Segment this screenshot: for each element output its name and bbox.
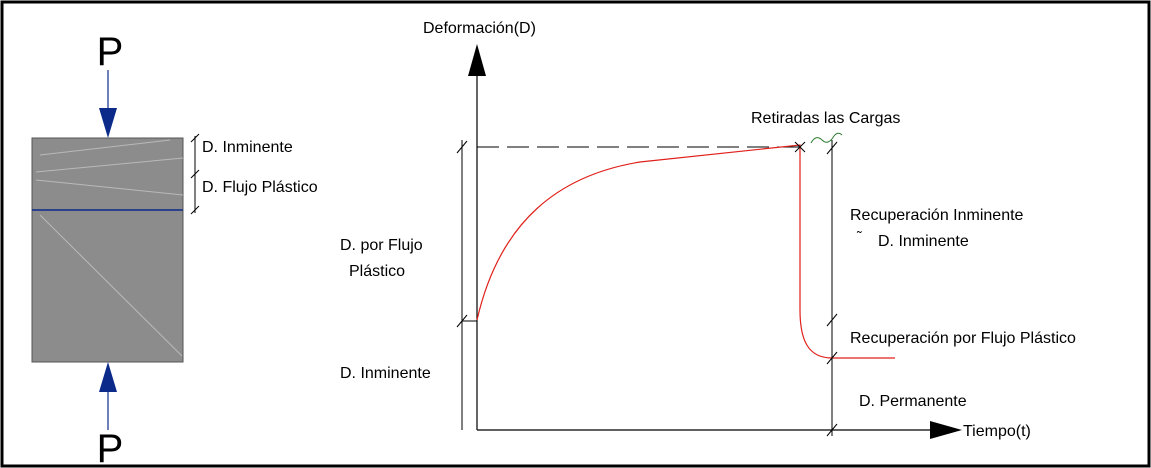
- right-upper-label-line1: Recuperación Inminente: [850, 207, 1024, 224]
- right-upper-label-line2: D. Inminente: [878, 233, 969, 250]
- left-upper-label-line1: D. por Flujo: [340, 237, 423, 254]
- right-dim-tick-top: [826, 141, 838, 155]
- load-bottom-label: P: [97, 427, 124, 468]
- right-dim-tick-low: [826, 351, 838, 365]
- specimen-d-flujo-label: D. Flujo Plástico: [202, 179, 318, 196]
- right-lower-label: D. Permanente: [859, 393, 967, 410]
- graph-group: Deformación(D) Tiempo(t) D. por Flujo Pl…: [340, 20, 1076, 440]
- left-upper-label-line2: Plástico: [349, 263, 405, 280]
- specimen-hatch-3: [35, 179, 184, 196]
- load-top-arrowhead: [99, 108, 117, 138]
- x-axis-label: Tiempo(t): [963, 423, 1031, 440]
- right-middle-label: Recuperación por Flujo Plástico: [850, 330, 1076, 347]
- unload-marker-b: [794, 141, 806, 153]
- load-bottom-arrowhead: [99, 362, 117, 392]
- right-dim-tick-mid: [826, 313, 838, 327]
- right-dim-tick-bottom: [826, 423, 838, 437]
- left-dim-tick-top: [456, 140, 468, 154]
- y-axis-arrowhead: [468, 44, 486, 76]
- specimen-d-inminente-label: D. Inminente: [202, 139, 293, 156]
- specimen-dim-tick-3: [190, 205, 200, 215]
- specimen-dim-tick-1: [190, 133, 200, 143]
- specimen-dim-tick-2: [190, 169, 200, 179]
- load-top-label: P: [97, 30, 124, 74]
- callout-label: Retiradas las Cargas: [751, 110, 900, 127]
- callout-leader: [810, 132, 843, 144]
- left-lower-label: D. Inminente: [340, 365, 431, 382]
- specimen-body: [31, 137, 184, 363]
- specimen-hatch-1: [39, 139, 171, 156]
- creep-curve: [476, 144, 895, 359]
- right-upper-prefix: ˜: [856, 228, 862, 244]
- y-axis-label: Deformación(D): [423, 20, 536, 37]
- x-axis-arrowhead: [930, 421, 962, 439]
- specimen-group: P P D. Inminente D. Flujo Plástico: [31, 30, 318, 468]
- specimen-hatch-2: [35, 157, 184, 173]
- specimen-hatch-4: [39, 214, 183, 357]
